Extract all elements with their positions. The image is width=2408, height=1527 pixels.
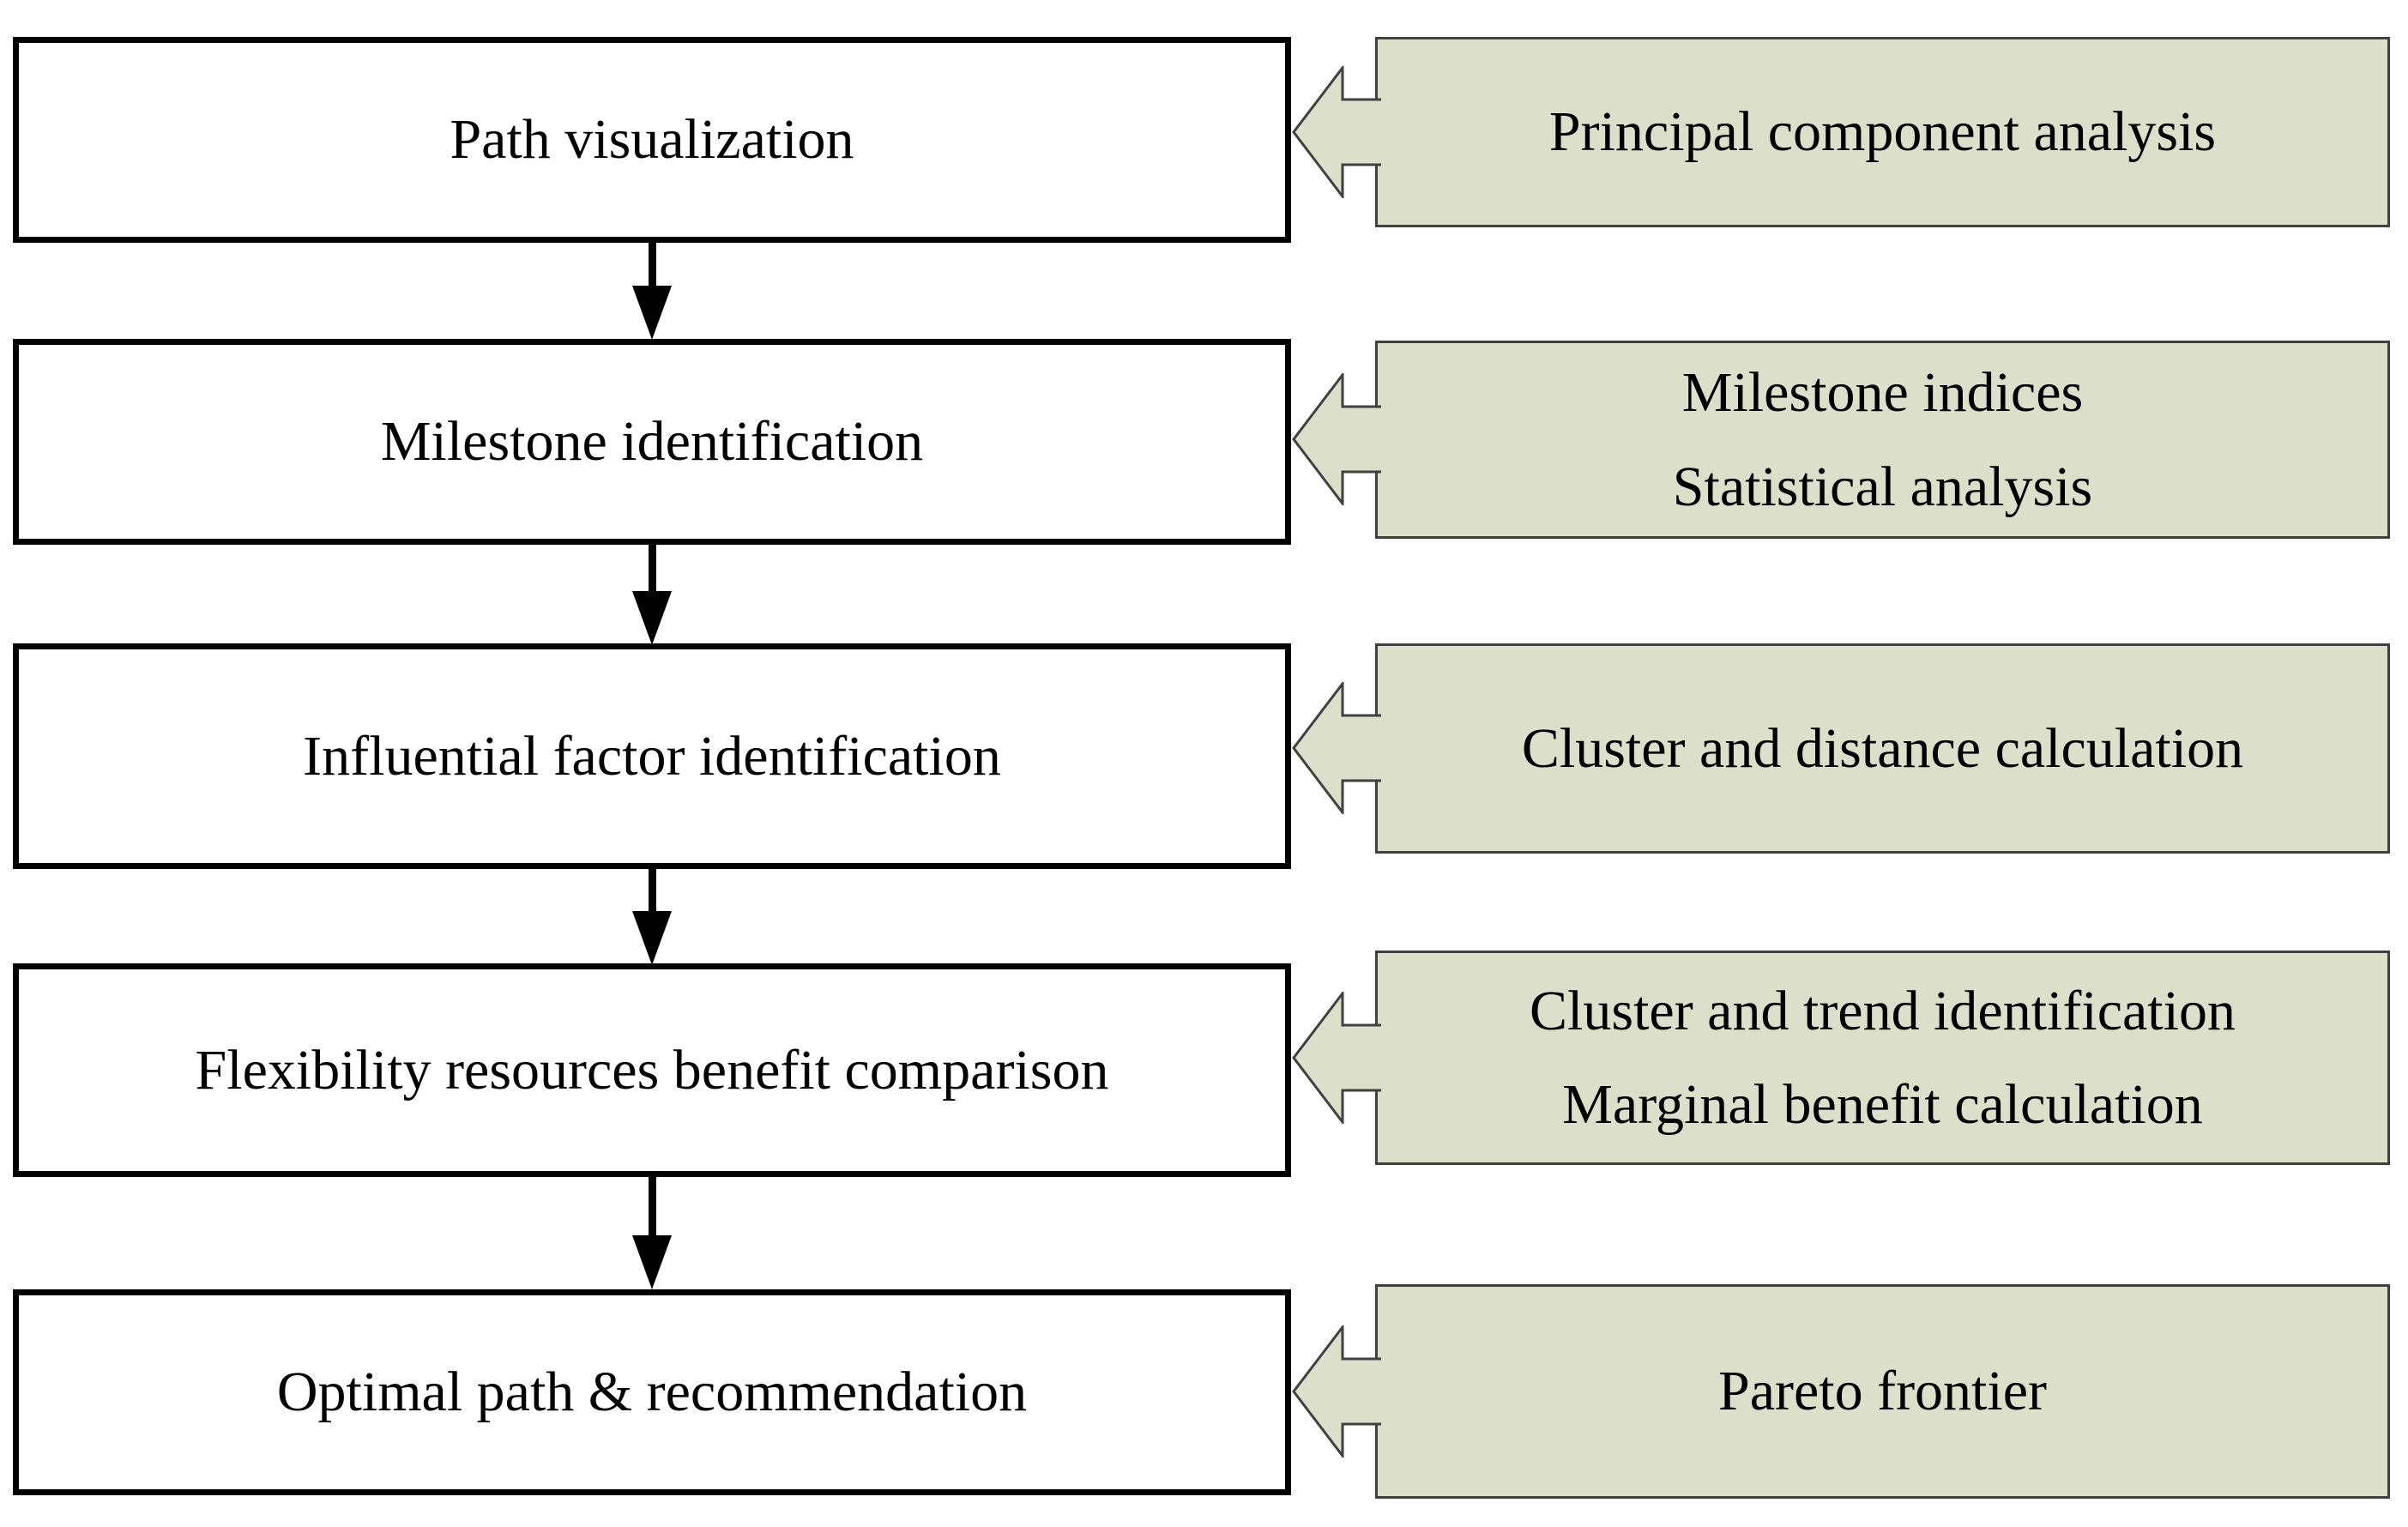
down-arrow-icon — [632, 545, 672, 645]
process-label: Optimal path & recommendation — [276, 1361, 1028, 1424]
process-label: Flexibility resources benefit comparison — [195, 1038, 1109, 1101]
arrow-stem — [649, 545, 656, 593]
arrow-fill — [1294, 684, 1381, 812]
arrow-outline — [1292, 992, 1381, 1124]
arrow-head — [632, 591, 672, 645]
process-box-influential-factor-identification: Influential factor identification — [13, 643, 1291, 869]
arrow-head — [632, 911, 672, 965]
left-block-arrow-icon — [1292, 1325, 1381, 1458]
arrow-fill — [1294, 1327, 1381, 1456]
method-label-line: Cluster and distance calculation — [1521, 716, 2244, 780]
left-block-arrow-icon — [1292, 992, 1381, 1124]
arrow-outline — [1292, 682, 1381, 814]
process-label: Milestone identification — [380, 410, 924, 474]
method-box-cluster-trend-marginal-benefit: Cluster and trend identification Margina… — [1375, 951, 2390, 1165]
left-block-arrow-icon — [1292, 373, 1381, 505]
process-box-flexibility-resources-benefit-comparison: Flexibility resources benefit comparison — [13, 963, 1291, 1177]
method-label-line: Cluster and trend identification — [1530, 979, 2236, 1042]
arrow-head — [632, 286, 672, 340]
method-label-line: Statistical analysis — [1672, 455, 2093, 518]
down-arrow-icon — [632, 1177, 672, 1289]
down-arrow-icon — [632, 869, 672, 965]
method-box-principal-component-analysis: Principal component analysis — [1375, 37, 2390, 227]
process-box-optimal-path-recommendation: Optimal path & recommendation — [13, 1289, 1291, 1495]
process-box-path-visualization: Path visualization — [13, 37, 1291, 243]
arrow-head — [632, 1235, 672, 1289]
process-box-milestone-identification: Milestone identification — [13, 339, 1291, 545]
method-label-line: Principal component analysis — [1548, 100, 2217, 164]
arrow-fill — [1294, 993, 1381, 1122]
method-label-line: Marginal benefit calculation — [1562, 1073, 2203, 1136]
arrow-stem — [649, 1177, 656, 1237]
method-box-pareto-frontier: Pareto frontier — [1375, 1284, 2390, 1499]
down-arrow-icon — [632, 243, 672, 340]
left-block-arrow-icon — [1292, 682, 1381, 814]
method-label-line: Pareto frontier — [1717, 1360, 2047, 1423]
method-box-cluster-and-distance-calculation: Cluster and distance calculation — [1375, 643, 2390, 854]
method-box-milestone-indices-statistical-analysis: Milestone indices Statistical analysis — [1375, 341, 2390, 539]
process-label: Path visualization — [450, 108, 854, 172]
arrow-stem — [649, 243, 656, 287]
process-label: Influential factor identification — [303, 724, 1001, 788]
arrow-fill — [1294, 375, 1381, 504]
arrow-outline — [1292, 373, 1381, 505]
method-label-line: Milestone indices — [1681, 361, 2084, 425]
left-block-arrow-icon — [1292, 66, 1381, 198]
arrow-stem — [649, 869, 656, 913]
arrow-outline — [1292, 1325, 1381, 1458]
arrow-fill — [1294, 68, 1381, 196]
arrow-outline — [1292, 66, 1381, 198]
